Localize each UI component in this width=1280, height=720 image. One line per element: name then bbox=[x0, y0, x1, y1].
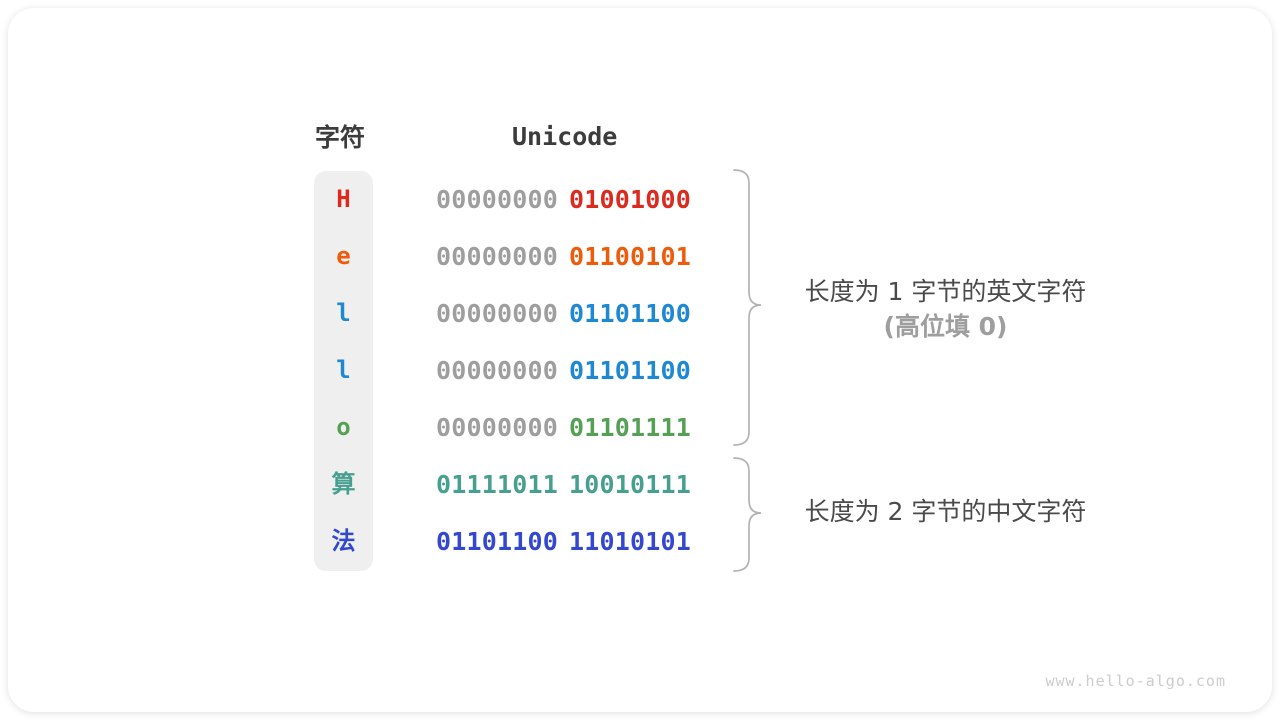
table-row: l 00000000 01101100 bbox=[8, 285, 1272, 342]
annotation-chinese-line1: 长度为 2 字节的中文字符 bbox=[804, 497, 1087, 526]
binary-byte-low: 01101100 bbox=[569, 299, 692, 328]
binary-byte-low: 01100101 bbox=[569, 242, 692, 271]
binary-byte-low: 01101111 bbox=[569, 413, 692, 442]
annotation-english-line2: (高位填 0) bbox=[883, 312, 1008, 341]
column-header-character: 字符 bbox=[315, 123, 366, 152]
character-cell: o bbox=[336, 413, 351, 441]
unicode-binary-cell: 00000000 01101100 bbox=[436, 342, 691, 399]
character-cell: l bbox=[336, 299, 351, 327]
binary-byte-high: 01101100 bbox=[436, 527, 559, 556]
table-row: l 00000000 01101100 bbox=[8, 342, 1272, 399]
unicode-binary-cell: 01101100 11010101 bbox=[436, 513, 691, 570]
watermark: www.hello-algo.com bbox=[1045, 672, 1226, 690]
table-row: H 00000000 01001000 bbox=[8, 171, 1272, 228]
character-cell: 算 bbox=[331, 470, 356, 498]
binary-byte-high: 00000000 bbox=[436, 185, 559, 214]
curly-brace-chinese-group-icon bbox=[733, 457, 762, 572]
column-header-unicode: Unicode bbox=[512, 122, 618, 151]
annotation-english-group: 长度为 1 字节的英文字符 (高位填 0) bbox=[773, 274, 1118, 344]
binary-byte-low: 11010101 bbox=[569, 527, 692, 556]
unicode-binary-cell: 01111011 10010111 bbox=[436, 456, 691, 513]
table-row: e 00000000 01100101 bbox=[8, 228, 1272, 285]
table-row: 法 01101100 11010101 bbox=[8, 513, 1272, 570]
binary-byte-high: 00000000 bbox=[436, 356, 559, 385]
table-row: 算 01111011 10010111 bbox=[8, 456, 1272, 513]
table-row: o 00000000 01101111 bbox=[8, 399, 1272, 456]
diagram-card: 字符 Unicode H 00000000 01001000 e 00000000 011… bbox=[8, 8, 1272, 712]
character-cell: 法 bbox=[331, 527, 356, 555]
grouping-braces bbox=[733, 169, 762, 572]
unicode-binary-cell: 00000000 01001000 bbox=[436, 171, 691, 228]
character-cell: H bbox=[336, 185, 351, 213]
binary-byte-high: 00000000 bbox=[436, 413, 559, 442]
binary-byte-low: 10010111 bbox=[569, 470, 692, 499]
binary-byte-low: 01101100 bbox=[569, 356, 692, 385]
unicode-binary-cell: 00000000 01101100 bbox=[436, 285, 691, 342]
binary-byte-high: 00000000 bbox=[436, 242, 559, 271]
unicode-binary-cell: 00000000 01100101 bbox=[436, 228, 691, 285]
curly-brace-english-group-icon bbox=[733, 169, 762, 446]
character-cell: e bbox=[336, 242, 351, 270]
character-cell: l bbox=[336, 356, 351, 384]
annotation-chinese-group: 长度为 2 字节的中文字符 bbox=[773, 494, 1118, 529]
binary-byte-high: 01111011 bbox=[436, 470, 559, 499]
binary-byte-high: 00000000 bbox=[436, 299, 559, 328]
annotation-english-line1: 长度为 1 字节的英文字符 bbox=[804, 277, 1087, 306]
unicode-binary-cell: 00000000 01101111 bbox=[436, 399, 691, 456]
character-column-background bbox=[314, 171, 373, 571]
binary-byte-low: 01001000 bbox=[569, 185, 692, 214]
